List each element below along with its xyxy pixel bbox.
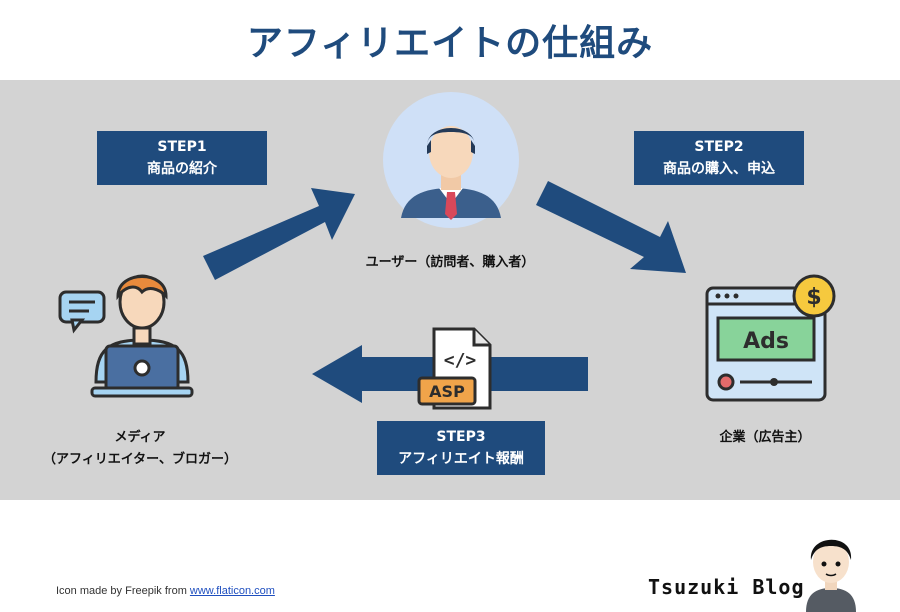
step3-box: STEP3 アフィリエイト報酬 bbox=[377, 421, 545, 475]
step2-box: STEP2 商品の購入、申込 bbox=[634, 131, 804, 185]
blog-name: Tsuzuki Blog bbox=[648, 575, 805, 599]
step3-desc: アフィリエイト報酬 bbox=[398, 451, 524, 467]
media-label: メディア （アフィリエイター、ブロガー） bbox=[20, 427, 260, 471]
dollar-glyph: $ bbox=[806, 285, 821, 310]
media-label-line2: （アフィリエイター、ブロガー） bbox=[42, 452, 238, 467]
businessman-icon bbox=[383, 92, 519, 228]
page-title: アフィリエイトの仕組み bbox=[246, 23, 654, 64]
asp-document-icon: </> ASP bbox=[417, 327, 492, 410]
credit-prefix: Icon made by bbox=[56, 585, 123, 597]
credit-author: Freepik bbox=[125, 585, 162, 597]
icon-credit: Icon made by Freepik from www.flaticon.c… bbox=[56, 585, 275, 597]
blogger-laptop-icon bbox=[58, 274, 194, 398]
flaticon-link[interactable]: www.flaticon.com bbox=[189, 585, 275, 597]
ads-monitor-icon: Ads $ bbox=[705, 274, 836, 402]
step1-desc: 商品の紹介 bbox=[147, 161, 217, 177]
step1-title: STEP1 bbox=[157, 139, 207, 155]
step2-title: STEP2 bbox=[694, 139, 744, 155]
arrow-user-to-company bbox=[536, 181, 686, 273]
arrow-media-to-user bbox=[203, 188, 355, 280]
media-label-line1: メディア bbox=[114, 430, 166, 445]
asp-text: ASP bbox=[429, 382, 465, 401]
code-glyph: </> bbox=[444, 350, 477, 371]
credit-from: from bbox=[164, 585, 187, 597]
user-label: ユーザー（訪問者、購入者） bbox=[365, 255, 535, 270]
step3-title: STEP3 bbox=[436, 429, 486, 445]
ads-text: Ads bbox=[743, 329, 789, 354]
step1-box: STEP1 商品の紹介 bbox=[97, 131, 267, 185]
blog-avatar-icon bbox=[806, 539, 856, 612]
company-label: 企業（広告主） bbox=[719, 430, 811, 445]
step2-desc: 商品の購入、申込 bbox=[663, 161, 775, 177]
